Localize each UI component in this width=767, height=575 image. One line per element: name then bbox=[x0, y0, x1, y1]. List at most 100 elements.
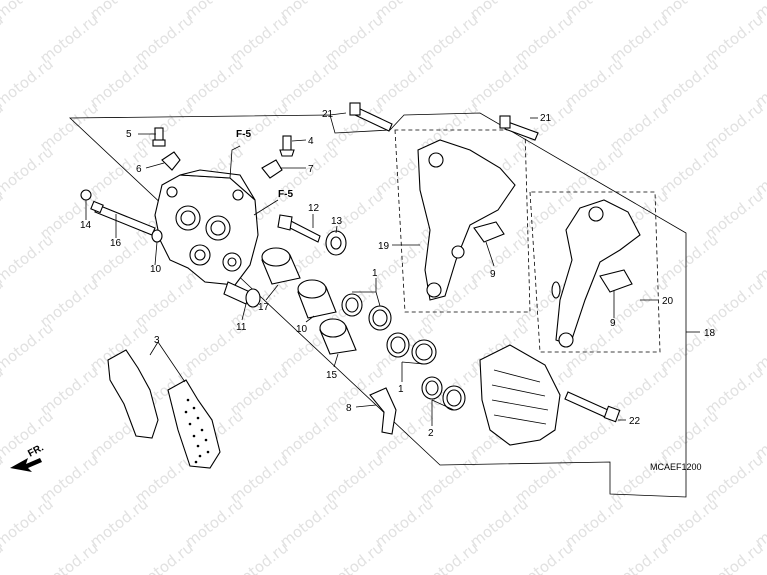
bolt-22 bbox=[564, 391, 621, 423]
piston-10 bbox=[297, 279, 337, 319]
leader-lines bbox=[85, 112, 700, 426]
callout-9a: 9 bbox=[490, 269, 496, 280]
callout-21a: 21 bbox=[322, 109, 334, 120]
boot-13 bbox=[325, 230, 347, 256]
bleeder-screw-4 bbox=[279, 135, 295, 157]
watermark-text: motod.ru bbox=[276, 55, 341, 112]
brake-pad-3a bbox=[107, 349, 159, 439]
callout-1a: 1 bbox=[372, 268, 378, 279]
watermark-text: motod.ru bbox=[0, 55, 57, 112]
watermark-text: motod.ru bbox=[276, 495, 341, 552]
direction-label: FR. bbox=[26, 442, 46, 459]
watermark-text: motod.ru bbox=[656, 231, 721, 288]
watermark-text: motod.ru bbox=[86, 55, 151, 112]
watermark-text: motod.ru bbox=[466, 495, 531, 552]
caliper-cover bbox=[479, 344, 561, 446]
ref-label-f5-side: F-5 bbox=[278, 189, 293, 200]
callout-2: 2 bbox=[428, 428, 434, 439]
callout-4: 4 bbox=[308, 136, 314, 147]
caliper-body bbox=[154, 169, 259, 286]
callout-6a: 6 bbox=[136, 164, 142, 175]
watermark-text: motod.ru bbox=[371, 55, 436, 112]
watermark-text: motod.ru bbox=[656, 407, 721, 464]
watermark-text: motod.ru bbox=[656, 143, 721, 200]
watermark-text: motod.ru bbox=[561, 55, 626, 112]
watermark-text: motod.ru bbox=[511, 539, 576, 575]
retainer-9a bbox=[473, 221, 505, 243]
watermark-text: motod.ru bbox=[561, 495, 626, 552]
bolt-21b bbox=[499, 115, 539, 141]
seal-set-1a bbox=[341, 293, 392, 331]
seal-8 bbox=[151, 229, 163, 243]
watermark-text: motod.ru bbox=[371, 495, 436, 552]
watermark-text: motod.ru bbox=[226, 539, 291, 575]
watermark-text: motod.ru bbox=[606, 539, 671, 575]
watermark-text: motod.ru bbox=[0, 143, 57, 200]
nut-14 bbox=[80, 189, 92, 201]
bleeder-cap-6a bbox=[161, 151, 181, 171]
watermark-text: motod.ru bbox=[0, 495, 57, 552]
callout-9b: 9 bbox=[610, 318, 616, 329]
watermark-text: motod.ru bbox=[656, 55, 721, 112]
watermark-text: motod.ru bbox=[656, 495, 721, 552]
brake-pad-3b bbox=[167, 379, 221, 469]
pin-12 bbox=[223, 281, 261, 308]
callout-14: 14 bbox=[80, 220, 92, 231]
watermark-text: motod.ru bbox=[561, 143, 626, 200]
bracket-19-boundary bbox=[394, 129, 531, 313]
callout-3: 3 bbox=[154, 335, 160, 346]
callout-21b: 21 bbox=[540, 113, 552, 124]
ref-label-f5-top: F-5 bbox=[236, 129, 251, 140]
callout-12: 11 bbox=[236, 322, 247, 333]
watermark-text: motod.ru bbox=[701, 539, 766, 575]
assembly-boundary bbox=[69, 112, 687, 498]
bracket-20 bbox=[551, 199, 641, 348]
callout-labels: 5 6 4 7 14 16 10 12 13 11 17 10 15 1 1 2… bbox=[80, 109, 716, 439]
watermark-text: motod.ru bbox=[0, 0, 57, 23]
callout-15: 15 bbox=[326, 370, 338, 381]
callout-22: 22 bbox=[629, 416, 641, 427]
callout-8: 10 bbox=[150, 264, 162, 275]
bracket-19 bbox=[417, 139, 516, 301]
retainer-9b bbox=[599, 269, 633, 293]
watermark-text: motod.ru bbox=[0, 231, 57, 288]
watermark-text: motod.ru bbox=[466, 231, 531, 288]
watermark-text: motod.ru bbox=[371, 407, 436, 464]
bolt-21a bbox=[349, 102, 393, 132]
callout-10: 10 bbox=[296, 324, 308, 335]
callout-19: 19 bbox=[378, 241, 390, 252]
bleeder-screw-5 bbox=[152, 127, 166, 147]
bleeder-cap-6b bbox=[261, 159, 283, 179]
watermark-text: motod.ru bbox=[181, 495, 246, 552]
callout-17: 17 bbox=[258, 302, 270, 313]
pin-bolt-11 bbox=[277, 214, 321, 243]
callout-18: 18 bbox=[704, 328, 716, 339]
callout-20: 20 bbox=[662, 296, 674, 307]
callout-11: 12 bbox=[308, 203, 320, 214]
piston-17 bbox=[261, 247, 301, 285]
pin-16 bbox=[90, 200, 156, 236]
pad-spring-7 bbox=[369, 387, 397, 435]
seal-set-2 bbox=[421, 376, 466, 411]
diagram-code: MCAEF1200 bbox=[650, 462, 702, 472]
callout-16: 16 bbox=[110, 238, 122, 249]
seal-set-1b bbox=[386, 332, 437, 365]
callout-13: 13 bbox=[331, 216, 343, 227]
bracket-20-boundary bbox=[529, 191, 661, 353]
watermark-text: motod.ru bbox=[0, 319, 57, 376]
callout-5: 5 bbox=[126, 129, 132, 140]
watermark-text: motod.ru bbox=[321, 539, 386, 575]
watermark-text: motod.ru bbox=[276, 407, 341, 464]
direction-arrow-icon bbox=[10, 458, 42, 472]
callout-6b: 7 bbox=[308, 164, 314, 175]
callout-7: 8 bbox=[346, 403, 352, 414]
callout-1b: 1 bbox=[398, 384, 404, 395]
watermark-text: motod.ru bbox=[36, 539, 101, 575]
watermark-text: motod.ru bbox=[466, 55, 531, 112]
watermark-text: motod.ru bbox=[86, 143, 151, 200]
watermark-text: motod.ru bbox=[181, 55, 246, 112]
watermark-text: motod.ru bbox=[416, 539, 481, 575]
